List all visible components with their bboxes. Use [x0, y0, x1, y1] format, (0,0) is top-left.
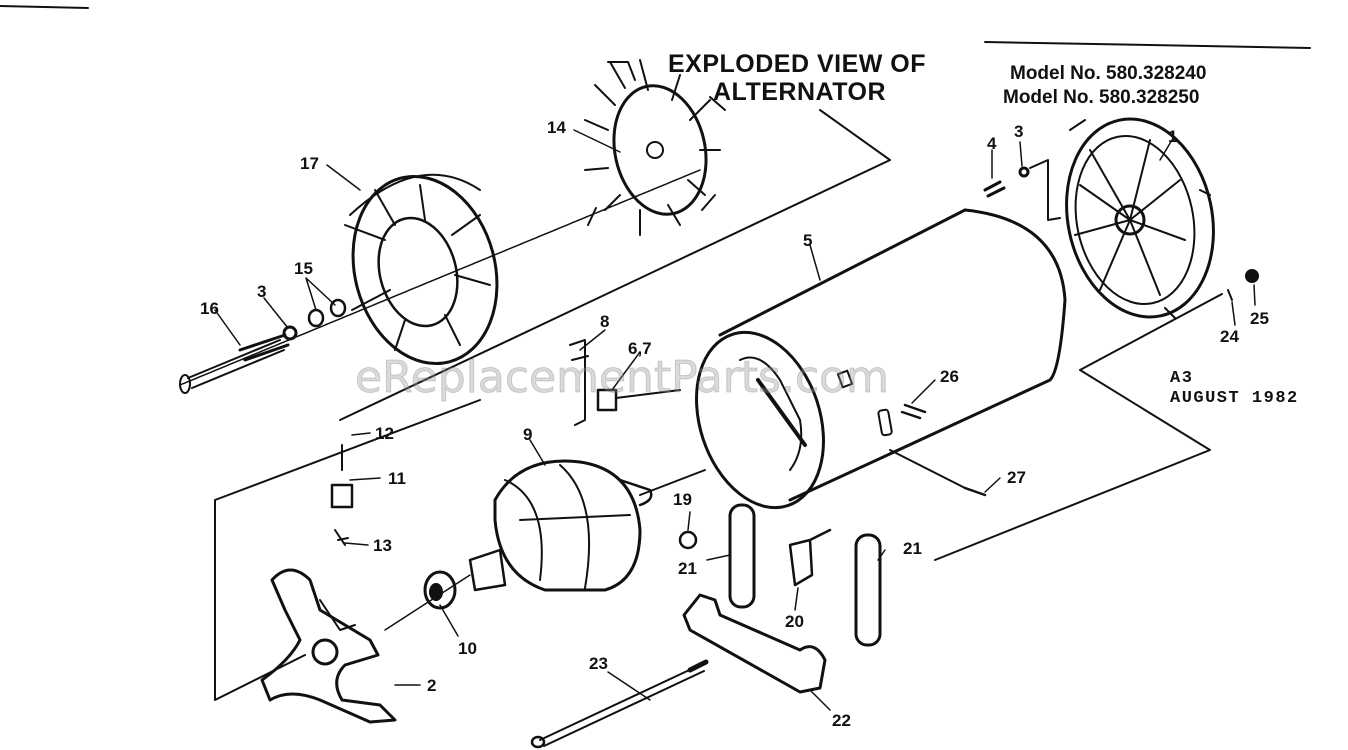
- fan-impeller-part: [584, 59, 726, 236]
- callout-16: 16: [200, 299, 219, 318]
- callout-25: 25: [1250, 309, 1269, 328]
- diagram-title-line1: EXPLODED VIEW OF: [668, 50, 927, 78]
- callout-10: 10: [458, 639, 477, 658]
- revision-code: A3: [1170, 369, 1194, 388]
- callout-3-top: 3: [1014, 122, 1024, 141]
- callout-6-7: 6,7: [628, 339, 652, 358]
- screw-26-part: [900, 403, 927, 420]
- callout-27: 27: [1007, 468, 1026, 487]
- nut-part: [1245, 269, 1259, 283]
- callout-22: 22: [832, 711, 851, 730]
- revision-date: AUGUST 1982: [1170, 389, 1299, 408]
- callout-9: 9: [523, 425, 533, 444]
- callout-13: 13: [373, 536, 392, 555]
- screw-27-leader: [889, 449, 966, 489]
- stator-housing-part: [695, 208, 1067, 510]
- callout-5: 5: [803, 231, 813, 250]
- end-bell-part: [1065, 117, 1215, 319]
- through-bolt-part: [179, 298, 347, 394]
- terminal-clip-part: [569, 339, 681, 426]
- callout-8: 8: [600, 312, 610, 331]
- brush-holder-part: [319, 444, 356, 631]
- shaft-line: [179, 169, 701, 386]
- bracket-leader: [214, 399, 481, 701]
- callout-20: 20: [785, 612, 804, 631]
- strap-21-right: [854, 533, 882, 647]
- model-number-2: Model No. 580.328250: [1003, 87, 1200, 108]
- callout-21-right: 21: [903, 539, 922, 558]
- callout-11: 11: [388, 469, 406, 488]
- callout-24: 24: [1220, 327, 1239, 346]
- end-bell-leader: [934, 293, 1223, 561]
- diagram-title-line2: ALTERNATOR: [713, 78, 887, 106]
- callout-4: 4: [987, 134, 997, 153]
- model-number-1: Model No. 580.328240: [1010, 63, 1207, 84]
- callout-21-left: 21: [678, 559, 697, 578]
- callout-3-left: 3: [257, 282, 267, 301]
- callout-26: 26: [940, 367, 959, 386]
- callout-1: 1: [1168, 127, 1178, 146]
- callout-14: 14: [547, 118, 566, 137]
- mount-bracket-part: [260, 568, 397, 724]
- callout-19: 19: [673, 490, 692, 509]
- model-rule: [984, 41, 1311, 49]
- strap-21-left: [728, 503, 756, 609]
- screw-27-part: [963, 486, 987, 497]
- callout-12: 12: [375, 424, 394, 443]
- callout-17: 17: [300, 154, 319, 173]
- watermark: eReplacementParts.com: [355, 352, 890, 403]
- base-plate-part: [682, 593, 827, 694]
- bearing-part: [423, 570, 457, 610]
- bolt-23-part: [539, 664, 705, 747]
- title-bracket: [339, 109, 891, 421]
- callout-23: 23: [589, 654, 608, 673]
- end-bell-bolt-part: [983, 159, 1061, 221]
- clamp-20-part: [788, 528, 832, 587]
- washer-19-part: [678, 530, 698, 550]
- callout-2: 2: [427, 676, 437, 695]
- callout-15: 15: [294, 259, 313, 278]
- fan-shroud-part: [344, 173, 499, 366]
- rotor-part: [468, 459, 706, 592]
- rotor-shaft-line: [384, 574, 471, 631]
- callout-leaders: [214, 129, 1256, 711]
- washer-part: [1227, 289, 1233, 301]
- corner-rule: [0, 5, 89, 9]
